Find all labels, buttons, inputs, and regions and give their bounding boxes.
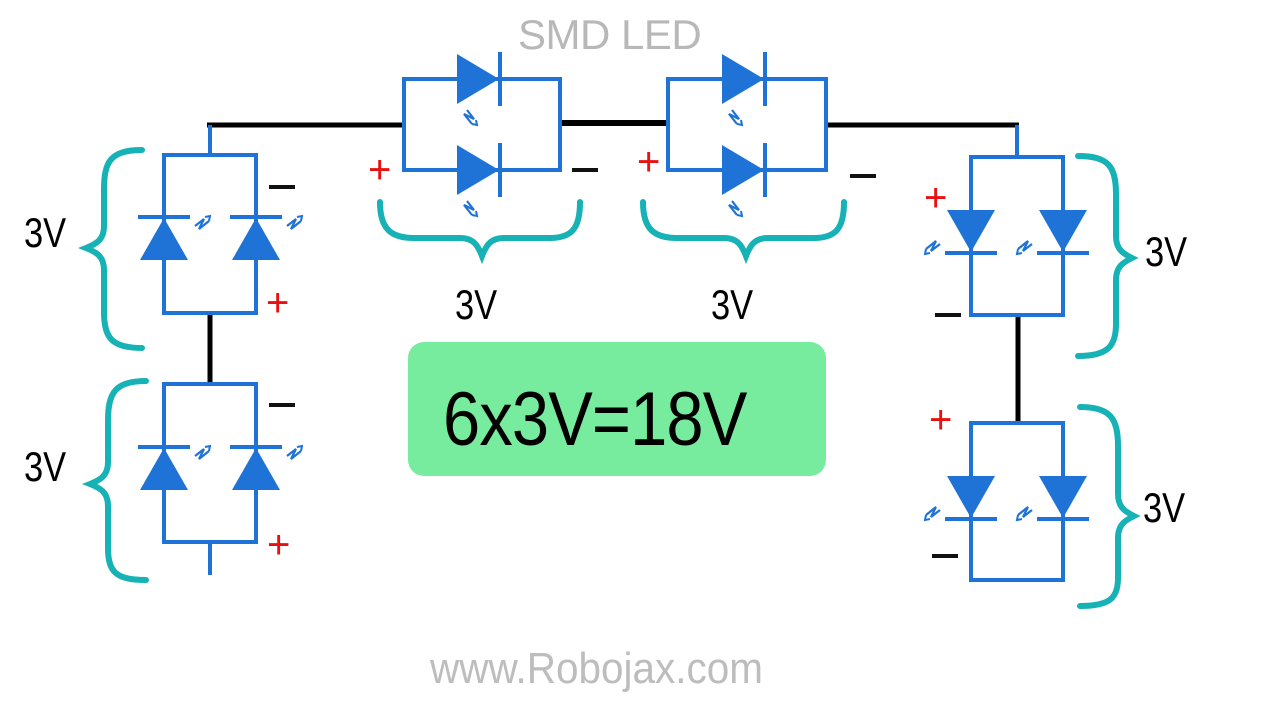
voltage-label-right-bottom: 3V [1143, 484, 1186, 531]
led-group-left-bottom [136, 382, 304, 575]
curly-brace-icon [81, 378, 149, 583]
voltage-label-right-top: 3V [1145, 228, 1188, 275]
plus-sign-top-center-2: + [637, 140, 661, 184]
braces [77, 147, 1141, 609]
minus-sign-right-bottom [932, 554, 958, 558]
led-diode-icon [1015, 474, 1091, 523]
minus-sign-top-center-1 [572, 168, 598, 172]
plus-sign-left-bottom: + [267, 523, 291, 567]
diagram-title: SMD LED [518, 11, 702, 58]
led-group-top-center-1 [402, 50, 562, 218]
plus-sign-right-bottom: + [929, 398, 953, 442]
curly-brace-icon [1077, 404, 1141, 609]
website-watermark: www.Robojax.com [430, 644, 763, 693]
led-group-right-bottom [923, 421, 1091, 582]
minus-sign-top-center-2 [850, 174, 876, 178]
plus-sign-right-top: + [924, 176, 948, 220]
led-group-left-top [136, 125, 304, 315]
plus-sign-top-center-1: + [368, 148, 392, 192]
minus-sign-left-top [269, 185, 295, 189]
curly-brace-icon [640, 199, 847, 265]
total-voltage-label: 6x3V=18V [443, 377, 747, 462]
voltage-label-left-top: 3V [24, 209, 67, 256]
led-diode-icon [228, 213, 304, 262]
led-diode-icon [923, 474, 999, 523]
curly-brace-icon [377, 199, 583, 265]
led-group-top-center-2 [666, 50, 828, 218]
voltage-label-left-bottom: 3V [24, 443, 67, 490]
voltage-label-top-center-1: 3V [455, 281, 498, 328]
black-wires [207, 120, 1021, 422]
led-diode-icon [720, 50, 769, 127]
minus-sign-right-top [935, 313, 961, 317]
led-diode-icon [136, 213, 212, 262]
led-group-right-top [923, 125, 1091, 317]
curly-brace-icon [1075, 153, 1139, 359]
plus-sign-left-top: + [266, 281, 290, 325]
voltage-label-top-center-2: 3V [711, 281, 754, 328]
curly-brace-icon [77, 147, 145, 351]
minus-sign-left-bottom [269, 403, 295, 407]
led-diode-icon [136, 443, 212, 492]
led-diode-icon [720, 141, 769, 218]
led-diode-icon [1015, 208, 1091, 257]
total-voltage-box [408, 342, 826, 476]
led-diode-icon [228, 443, 304, 492]
